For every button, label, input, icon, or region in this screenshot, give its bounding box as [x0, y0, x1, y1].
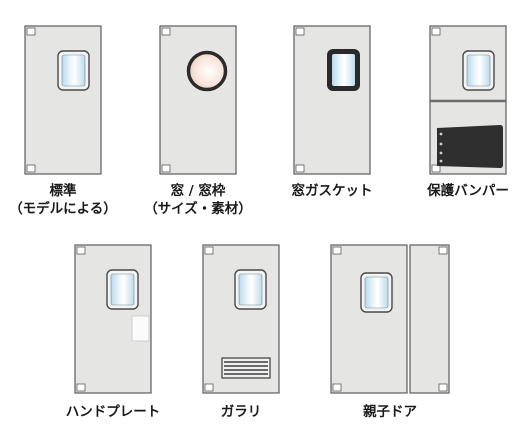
label-line1: 窓 / 窓枠 — [170, 183, 226, 199]
hinge-marker — [76, 383, 86, 392]
label-window-frame: 窓 / 窓枠 （サイズ・素材） — [133, 182, 263, 218]
door-panel — [24, 25, 102, 175]
window-glass — [110, 273, 135, 306]
door-bumper — [429, 25, 507, 175]
label-double-door: 親子ドア — [325, 403, 455, 421]
hinge-marker — [431, 164, 441, 173]
label-line1: 窓ガスケット — [291, 183, 373, 199]
label-line2: （サイズ・素材） — [144, 201, 252, 217]
label-bumper: 保護バンパー — [403, 182, 524, 200]
window-glass — [238, 273, 263, 306]
label-line1: 標準 — [49, 183, 77, 199]
door-panel-sub — [409, 244, 450, 394]
label-window-gasket: 窓ガスケット — [267, 182, 397, 200]
label-line2: （モデルによる） — [9, 201, 117, 217]
door-double — [330, 244, 450, 394]
door-panel — [293, 25, 371, 175]
hinge-marker — [204, 246, 214, 255]
bumper-bolt — [439, 132, 443, 136]
label-line1: 保護バンパー — [427, 183, 509, 199]
label-louver: ガラリ — [176, 403, 306, 421]
hinge-marker — [438, 246, 448, 255]
hand-plate — [131, 315, 150, 342]
window-glass — [364, 276, 389, 309]
hinge-marker — [295, 27, 305, 36]
door-hand-plate — [74, 244, 152, 394]
window-glass — [332, 54, 355, 86]
hinge-marker — [76, 246, 86, 255]
louver-vent — [221, 357, 271, 379]
door-window-frame — [159, 25, 237, 175]
bumper-bolt — [439, 151, 443, 155]
hinge-marker — [438, 383, 448, 392]
window-glass — [61, 54, 86, 87]
door-louver — [202, 244, 280, 394]
hinge-marker — [161, 27, 171, 36]
label-standard: 標準 （モデルによる） — [0, 182, 128, 218]
window-glass — [466, 54, 491, 87]
hinge-marker — [332, 246, 342, 255]
hinge-marker — [295, 164, 305, 173]
hinge-marker — [26, 164, 36, 173]
bumper-bolt — [439, 142, 443, 146]
hinge-marker — [332, 383, 342, 392]
door-standard — [24, 25, 102, 175]
door-panel — [159, 25, 237, 175]
hinge-marker — [431, 27, 441, 36]
hinge-marker — [204, 383, 214, 392]
porthole-window — [186, 50, 228, 92]
label-line1: ハンドプレート — [65, 404, 161, 420]
door-panel-main — [330, 244, 408, 394]
label-hand-plate: ハンドプレート — [48, 403, 178, 421]
label-line1: 親子ドア — [363, 404, 417, 420]
door-window-gasket — [293, 25, 371, 175]
bumper-bolt — [439, 159, 443, 163]
hinge-marker — [161, 164, 171, 173]
hinge-marker — [26, 27, 36, 36]
label-line1: ガラリ — [220, 404, 262, 420]
bumper-plate — [437, 125, 503, 168]
